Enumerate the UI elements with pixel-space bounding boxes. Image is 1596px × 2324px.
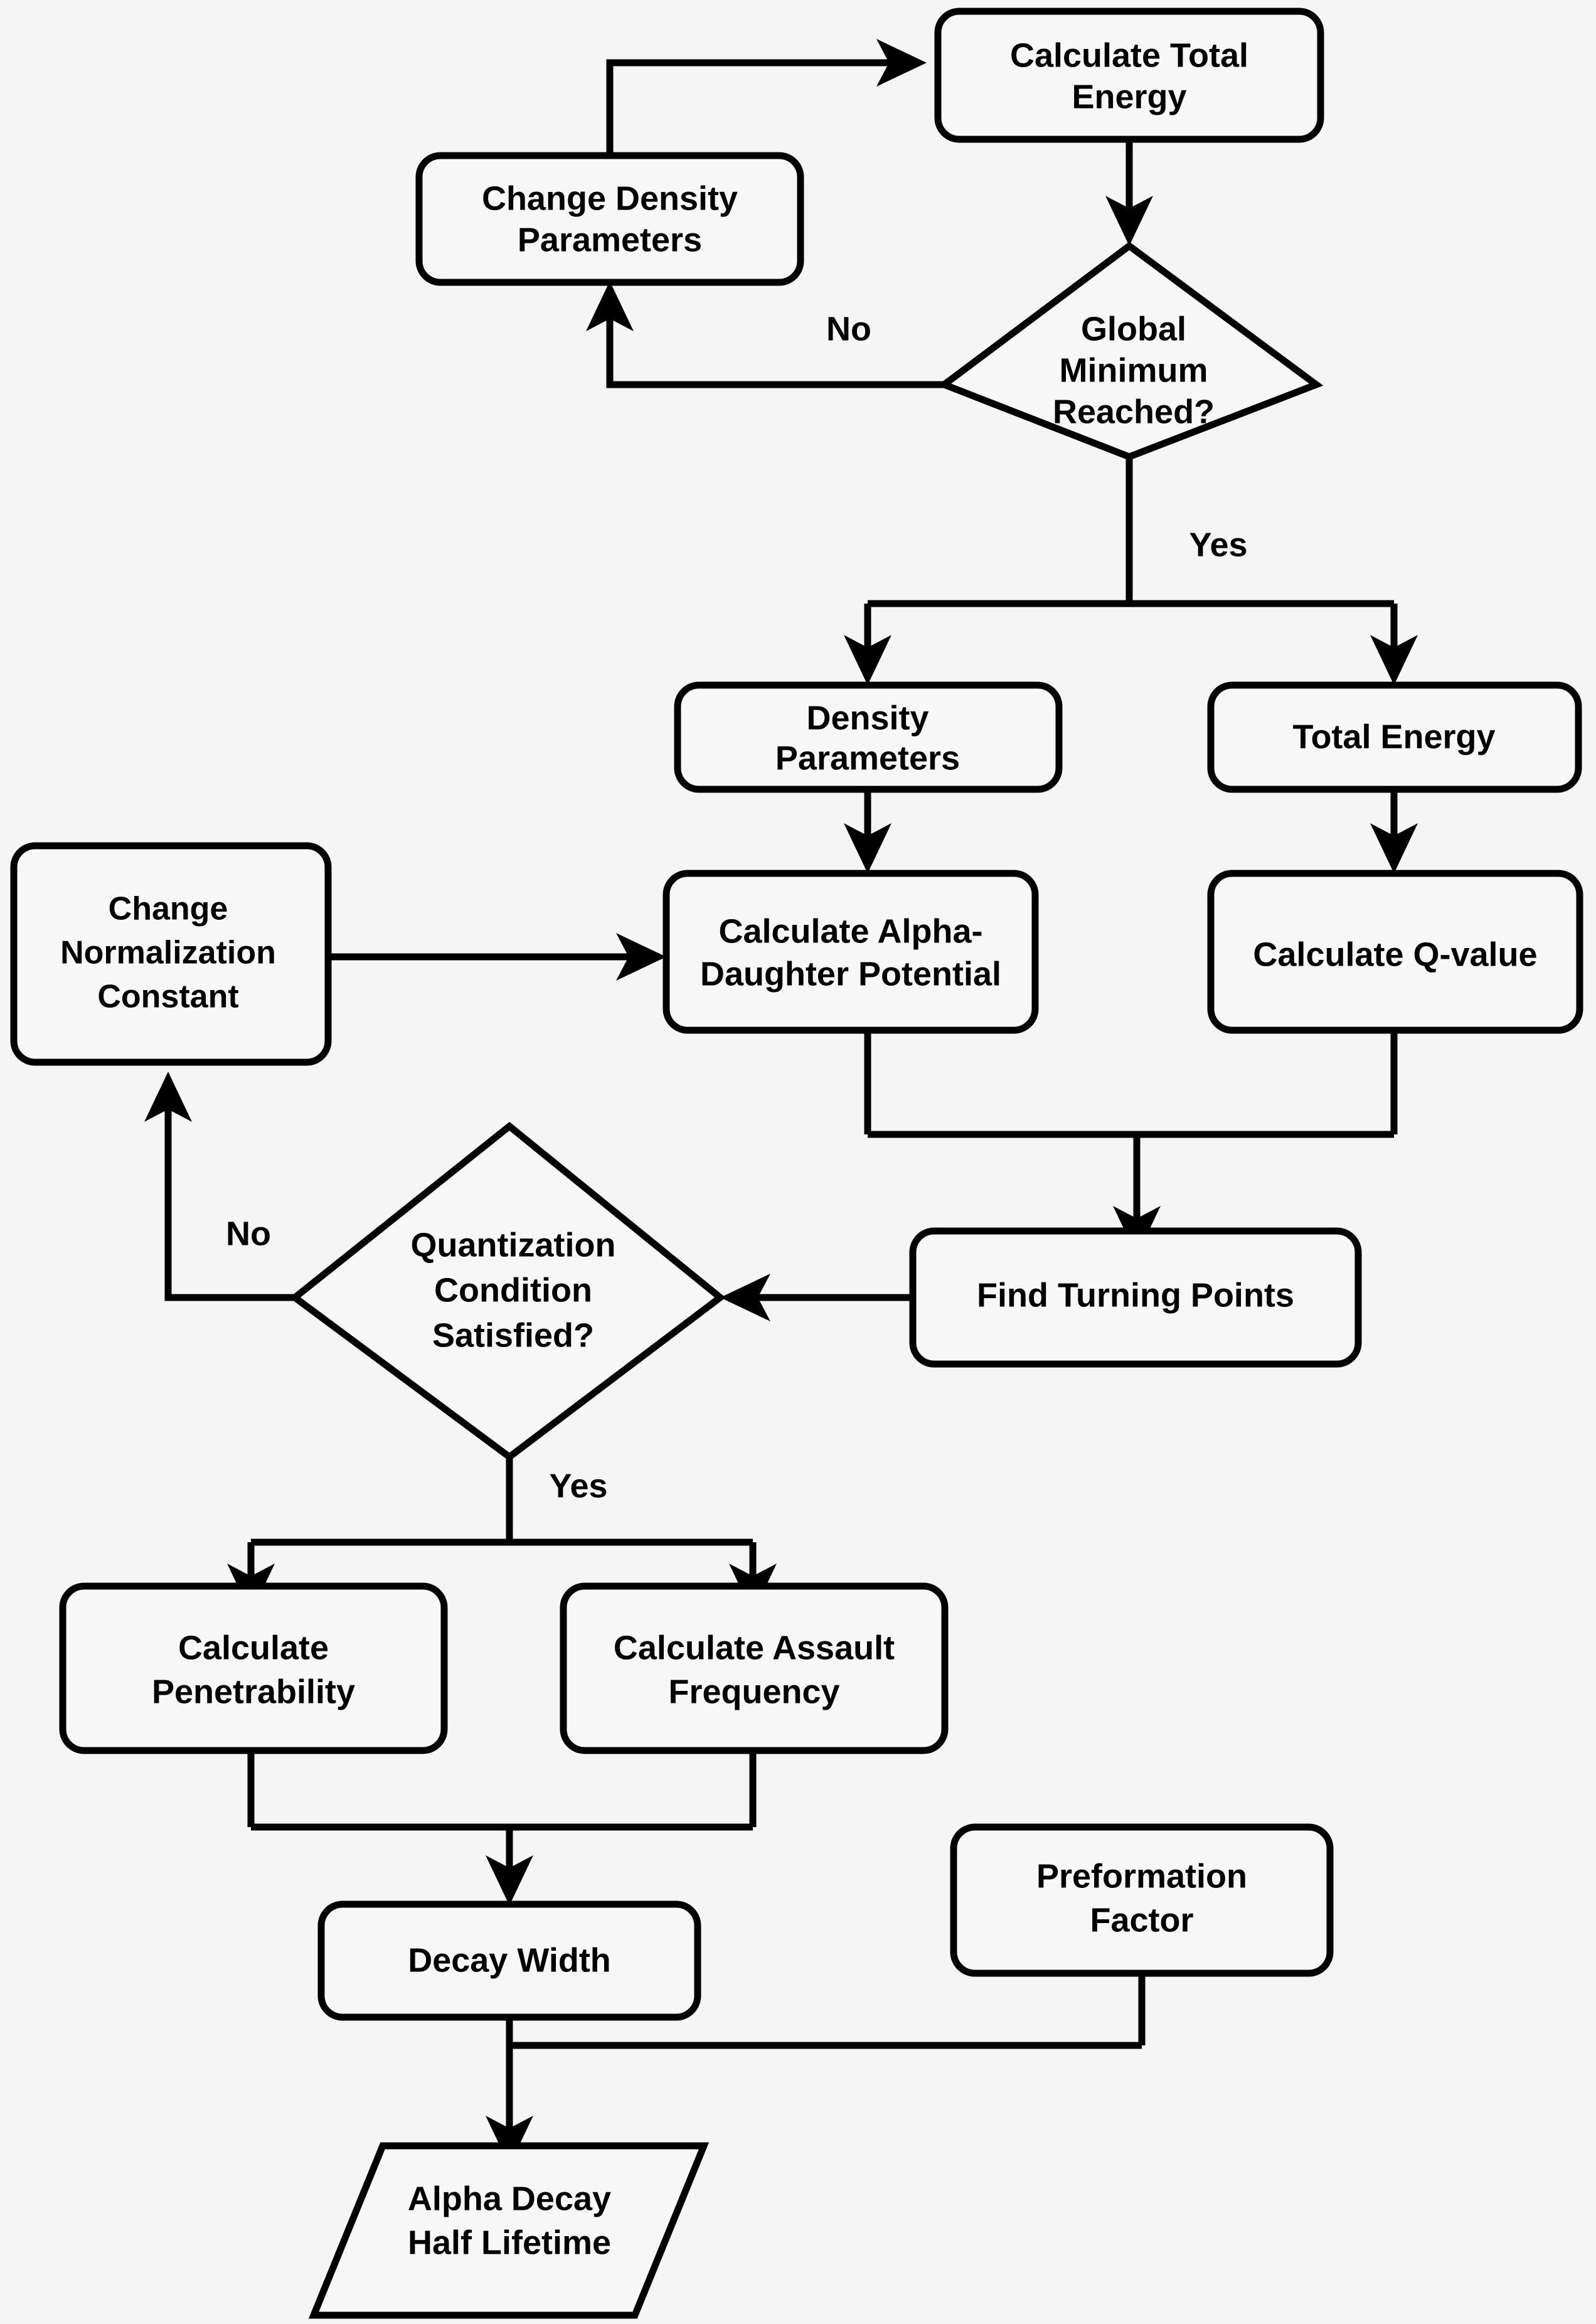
density-parameters-label-line1: Density bbox=[806, 699, 928, 737]
change-normalization-constant-label-line1: Change bbox=[109, 891, 228, 927]
calculate-assault-frequency-label-line1: Calculate Assault bbox=[614, 1629, 895, 1666]
calculate-penetrability-label-line1: Calculate bbox=[178, 1629, 329, 1666]
calculate-total-energy-label-line1: Calculate Total bbox=[1010, 36, 1248, 74]
edge-change-density-to-total-energy bbox=[606, 39, 927, 156]
node-density-parameters[interactable]: Density Parameters bbox=[674, 681, 1063, 793]
node-calculate-total-energy[interactable]: Calculate Total Energy bbox=[934, 8, 1324, 143]
calculate-q-value-box[interactable] bbox=[1207, 870, 1583, 1034]
decay-width-label-line1: Decay Width bbox=[408, 1941, 611, 1979]
node-calculate-assault-frequency[interactable]: Calculate Assault Frequency bbox=[560, 1582, 949, 1754]
density-parameters-box[interactable] bbox=[674, 681, 1063, 793]
quantization-condition-satisfied-label-line2: Condition bbox=[434, 1271, 592, 1309]
calculate-alpha-daughter-potential-label-line1: Calculate Alpha- bbox=[718, 912, 982, 950]
node-alpha-decay-half-lifetime[interactable]: Alpha Decay Half Lifetime bbox=[308, 2142, 710, 2319]
global-minimum-reached-label-line3: Reached? bbox=[1053, 393, 1215, 430]
density-parameters-label-line2: Parameters bbox=[775, 739, 960, 777]
global-minimum-reached-label-line1: Global bbox=[1081, 310, 1186, 348]
alpha-decay-half-lifetime-label-line1: Alpha Decay bbox=[408, 2180, 611, 2217]
alpha-decay-half-lifetime-parallelogram[interactable] bbox=[308, 2142, 710, 2319]
change-normalization-constant-box[interactable] bbox=[10, 842, 332, 1066]
calculate-assault-frequency-box[interactable] bbox=[560, 1582, 949, 1754]
calculate-penetrability-label-line2: Penetrability bbox=[152, 1673, 355, 1710]
edge-total-energy-to-q-value bbox=[1370, 789, 1418, 873]
change-density-parameters-label-line2: Parameters bbox=[518, 221, 702, 259]
preformation-factor-label-line1: Preformation bbox=[1036, 1857, 1247, 1895]
change-normalization-constant-label-line2: Normalization bbox=[60, 935, 276, 971]
edge-global-min-no-to-change-density bbox=[586, 281, 944, 388]
node-change-normalization-constant[interactable]: Change Normalization Constant bbox=[10, 842, 332, 1066]
change-density-parameters-box[interactable] bbox=[415, 152, 804, 286]
edge-label-quantization-no: No bbox=[226, 1215, 271, 1252]
calculate-alpha-daughter-potential-label-line2: Daughter Potential bbox=[700, 955, 1001, 993]
edge-label-quantization-yes: Yes bbox=[549, 1467, 607, 1505]
node-change-density-parameters[interactable]: Change Density Parameters bbox=[415, 152, 804, 286]
edge-quantization-no-to-change-norm bbox=[144, 1072, 295, 1301]
edge-merge-to-find-turning-points bbox=[864, 1030, 1398, 1256]
global-minimum-reached-diamond[interactable] bbox=[937, 242, 1324, 461]
calculate-assault-frequency-label-line2: Frequency bbox=[668, 1673, 839, 1710]
node-quantization-condition-satisfied[interactable]: Quantization Condition Satisfied? bbox=[289, 1121, 726, 1461]
total-energy-label-line1: Total Energy bbox=[1292, 718, 1495, 755]
preformation-factor-box[interactable] bbox=[950, 1823, 1334, 1977]
calculate-penetrability-box[interactable] bbox=[59, 1582, 448, 1754]
node-decay-width[interactable]: Decay Width bbox=[317, 1900, 701, 2021]
node-calculate-penetrability[interactable]: Calculate Penetrability bbox=[59, 1582, 448, 1754]
calculate-total-energy-box[interactable] bbox=[934, 8, 1324, 143]
preformation-factor-label-line2: Factor bbox=[1090, 1901, 1193, 1939]
calculate-q-value-label-line1: Calculate Q-value bbox=[1253, 935, 1537, 973]
edge-total-energy-to-global-min bbox=[1105, 139, 1153, 246]
find-turning-points-label-line1: Find Turning Points bbox=[977, 1276, 1294, 1314]
quantization-condition-satisfied-label-line3: Satisfied? bbox=[432, 1316, 594, 1354]
quantization-condition-satisfied-diamond[interactable] bbox=[289, 1121, 726, 1461]
change-density-parameters-label-line1: Change Density bbox=[482, 179, 738, 217]
node-global-minimum-reached[interactable]: Global Minimum Reached? bbox=[937, 242, 1324, 461]
edge-label-global-minimum-yes: Yes bbox=[1189, 526, 1247, 563]
edge-density-params-to-alpha-potential bbox=[844, 789, 891, 873]
node-calculate-q-value[interactable]: Calculate Q-value bbox=[1207, 870, 1583, 1034]
change-normalization-constant-label-line3: Constant bbox=[97, 979, 238, 1015]
edge-change-norm-to-alpha-potential bbox=[328, 933, 666, 981]
node-find-turning-points[interactable]: Find Turning Points bbox=[909, 1227, 1362, 1368]
edge-merge-to-decay-width bbox=[247, 1751, 757, 1906]
quantization-condition-satisfied-label-line1: Quantization bbox=[411, 1226, 616, 1264]
node-calculate-alpha-daughter-potential[interactable]: Calculate Alpha- Daughter Potential bbox=[662, 870, 1039, 1034]
global-minimum-reached-label-line2: Minimum bbox=[1060, 351, 1208, 389]
node-total-energy[interactable]: Total Energy bbox=[1207, 681, 1582, 793]
node-preformation-factor[interactable]: Preformation Factor bbox=[950, 1823, 1334, 1977]
calculate-total-energy-label-line2: Energy bbox=[1072, 78, 1186, 115]
alpha-decay-half-lifetime-label-line2: Half Lifetime bbox=[408, 2224, 611, 2261]
calculate-alpha-daughter-potential-box[interactable] bbox=[662, 870, 1039, 1034]
edge-global-min-yes-split bbox=[844, 457, 1418, 685]
edge-label-global-minimum-no: No bbox=[826, 310, 871, 348]
find-turning-points-box[interactable] bbox=[909, 1227, 1362, 1368]
decay-width-box[interactable] bbox=[317, 1900, 701, 2021]
edge-find-turning-points-to-quantization bbox=[720, 1274, 913, 1321]
total-energy-box[interactable] bbox=[1207, 681, 1582, 793]
